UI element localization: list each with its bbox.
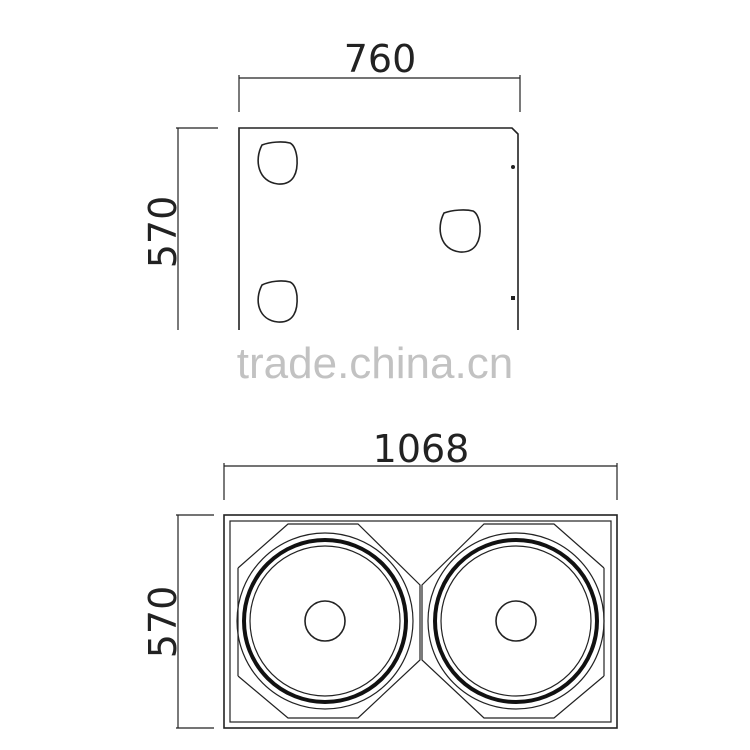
front-height-dimension: 570 [141, 514, 214, 729]
front-view: 1068 570 [141, 427, 618, 729]
front-width-dimension: 1068 [223, 427, 618, 500]
watermark-text: trade.china.cn [237, 339, 513, 388]
woofer-left [236, 532, 414, 710]
side-mount-mark-top [511, 165, 515, 169]
side-height-dimension: 570 [141, 127, 218, 330]
handle-cutout-top [257, 141, 298, 185]
side-view: 760 570 [141, 37, 521, 330]
handle-cutout-middle [439, 209, 481, 253]
front-cabinet-inner-frame [229, 520, 612, 723]
handle-cutout-bottom [257, 280, 298, 323]
side-width-dimension: 760 [238, 37, 521, 112]
front-height-label: 570 [141, 586, 185, 659]
baffle-cutout-right [421, 523, 605, 719]
side-width-label: 760 [344, 37, 417, 81]
side-mount-mark-bottom [511, 296, 515, 300]
woofer-right [427, 532, 605, 710]
front-width-label: 1068 [373, 427, 470, 471]
woofer-left-dust-cap [304, 600, 346, 642]
side-cabinet-outline [238, 127, 519, 330]
woofer-right-dust-cap [495, 600, 537, 642]
side-height-label: 570 [141, 196, 185, 269]
baffle-cutout-left [237, 523, 421, 719]
front-cabinet-outline [223, 514, 618, 729]
